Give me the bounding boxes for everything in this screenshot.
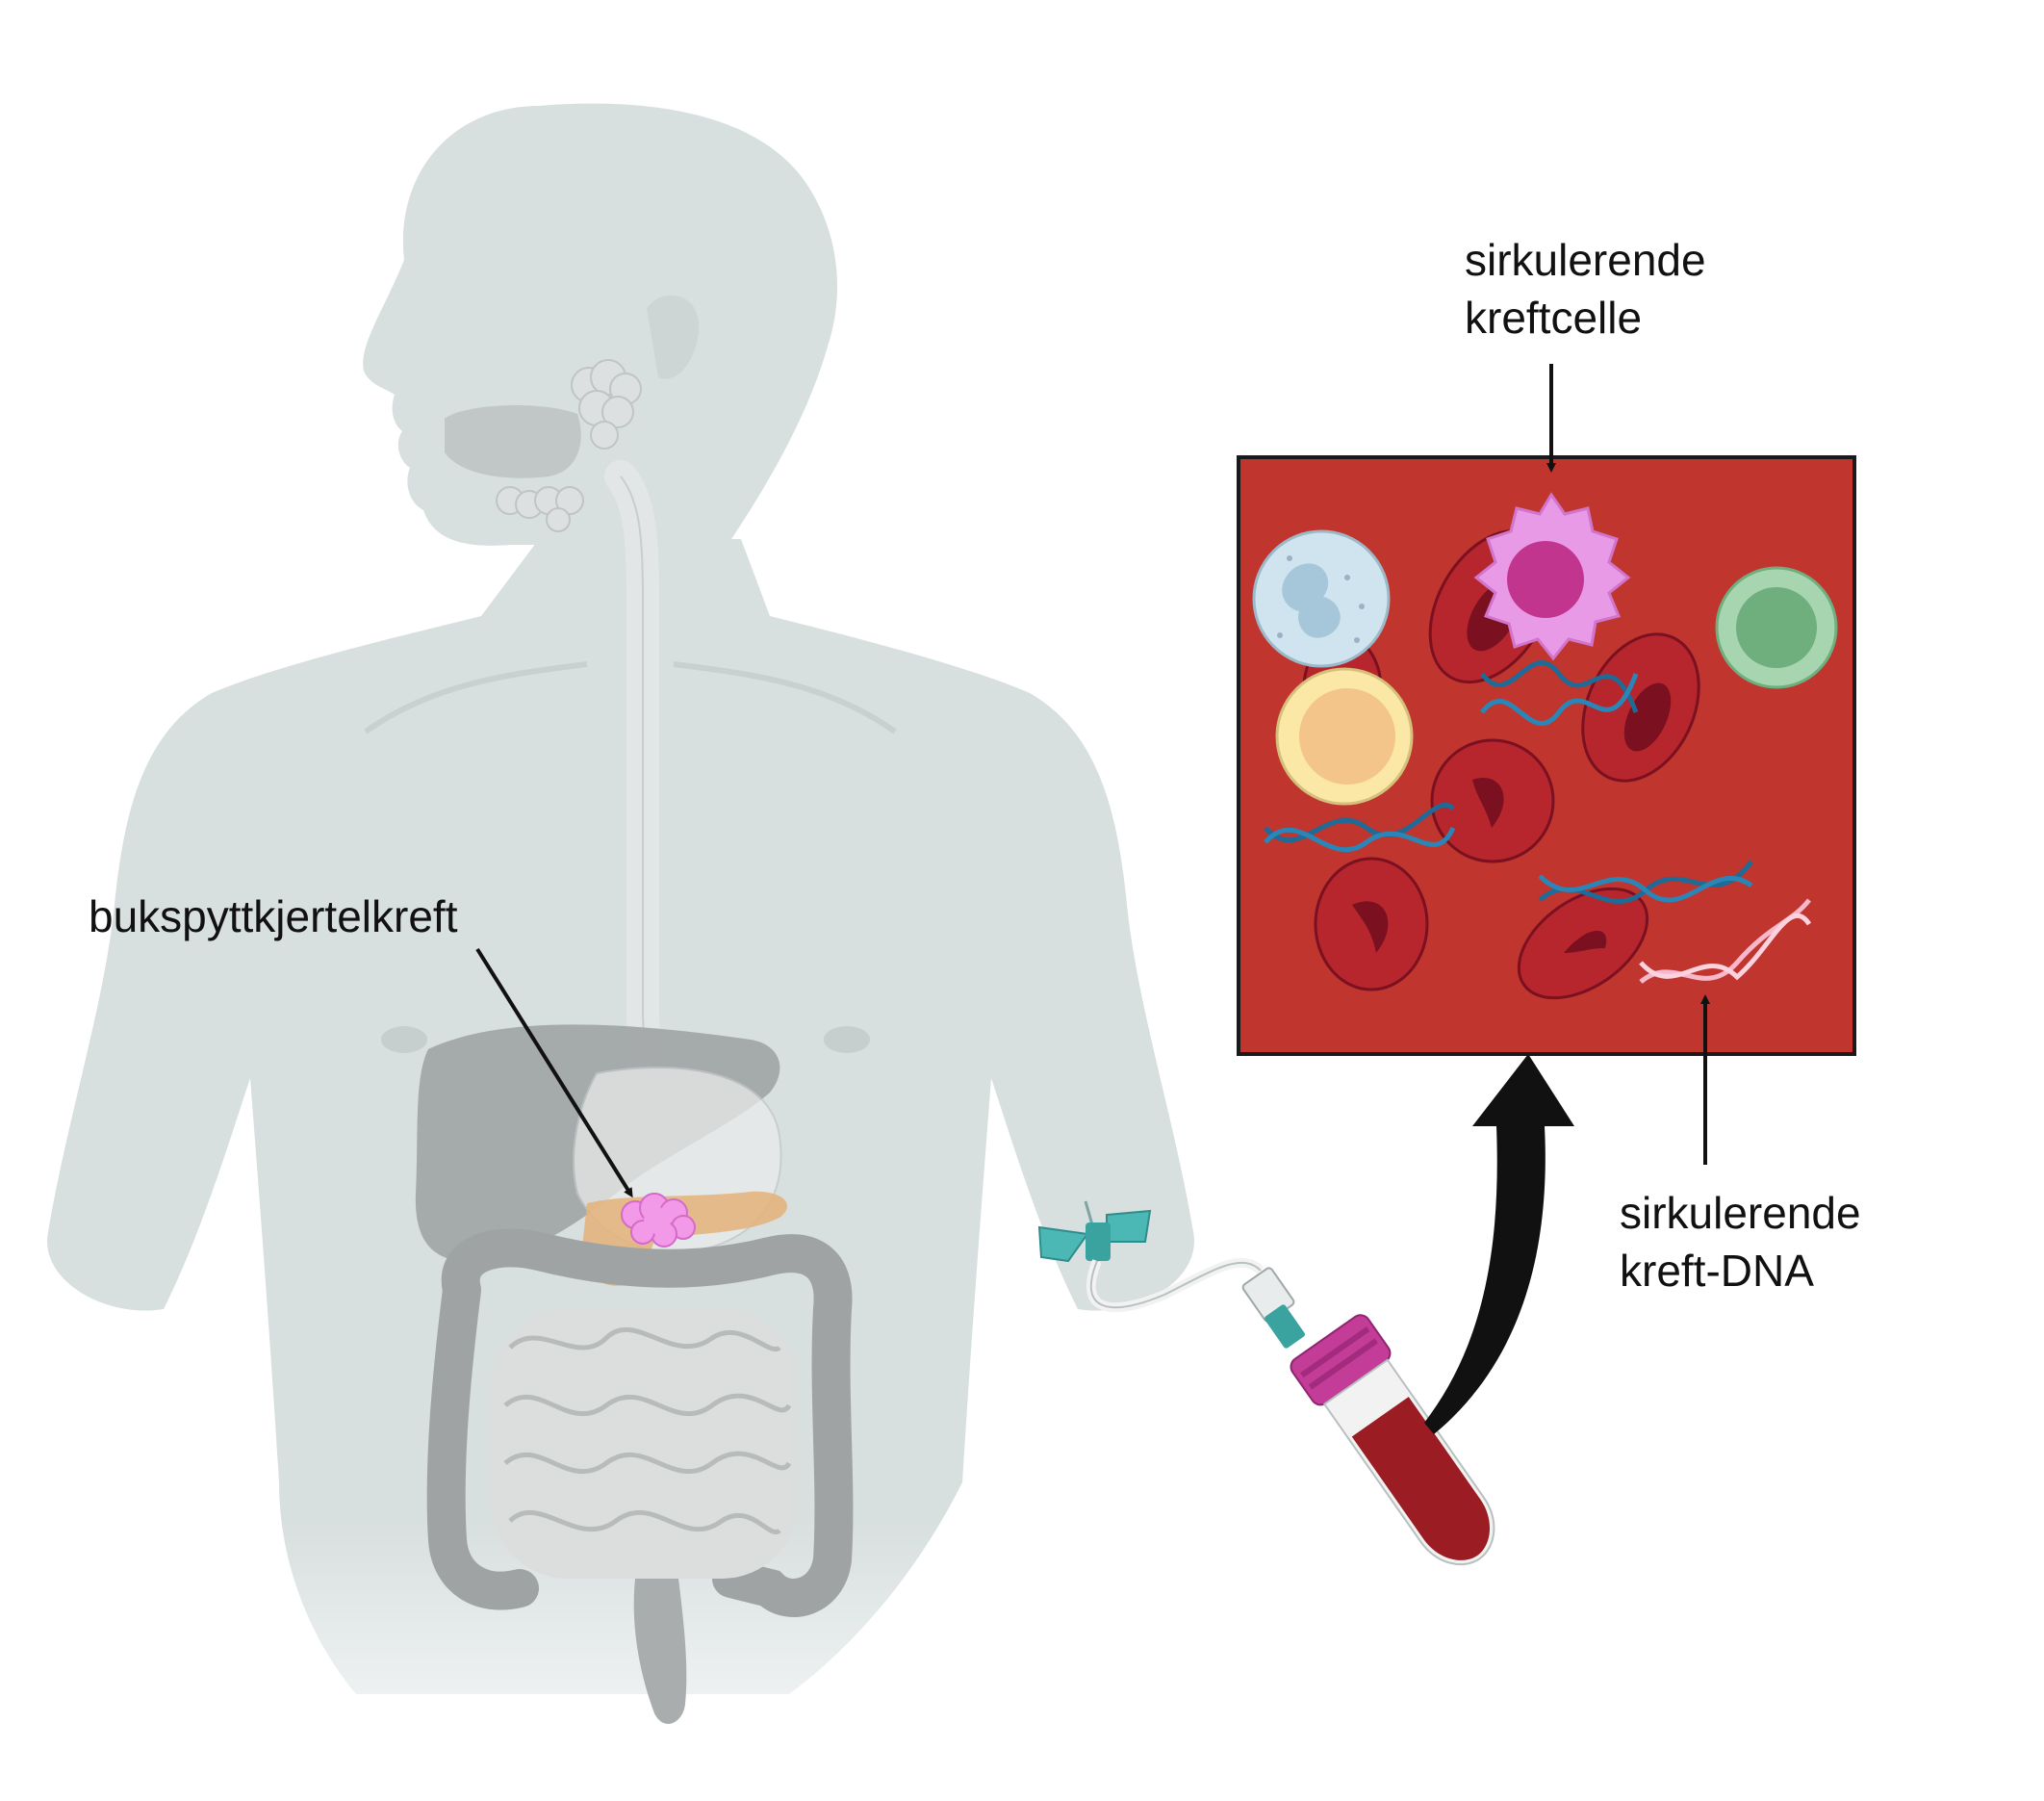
label-circulating-tumor-dna: sirkulerende kreft-DNA [1620,1188,1861,1296]
cancer-cell-icon [1473,492,1631,661]
dna-icon [1480,659,1639,727]
red-blood-cell-icon [1314,857,1429,991]
dna-icon [1538,860,1754,904]
dna-icon [1264,802,1456,853]
blood-sample-panel [1237,455,1856,1056]
label-pancreatic-cancer: bukspyttkjertelkreft [89,891,458,941]
red-blood-cell-icon [1517,887,1649,1000]
lymphocyte-icon [1715,566,1838,689]
pancreas-pointer-arrow [475,947,633,1198]
neutrophil-icon [1252,529,1391,668]
red-blood-cell-icon [1430,738,1555,863]
lymphocyte-icon [1275,667,1414,806]
blood-tube-icon [1290,1314,1495,1566]
red-blood-cell-icon [1581,632,1700,783]
ctdna-icon [1639,898,1812,984]
tumor-icon [621,1193,696,1248]
butterfly-needle-icon [1037,1200,1305,1349]
label-circulating-tumor-cell: sirkulerende kreftcelle [1465,235,1706,343]
zoom-arrow [1424,1054,1574,1434]
digestive-system-icon [415,359,854,1724]
